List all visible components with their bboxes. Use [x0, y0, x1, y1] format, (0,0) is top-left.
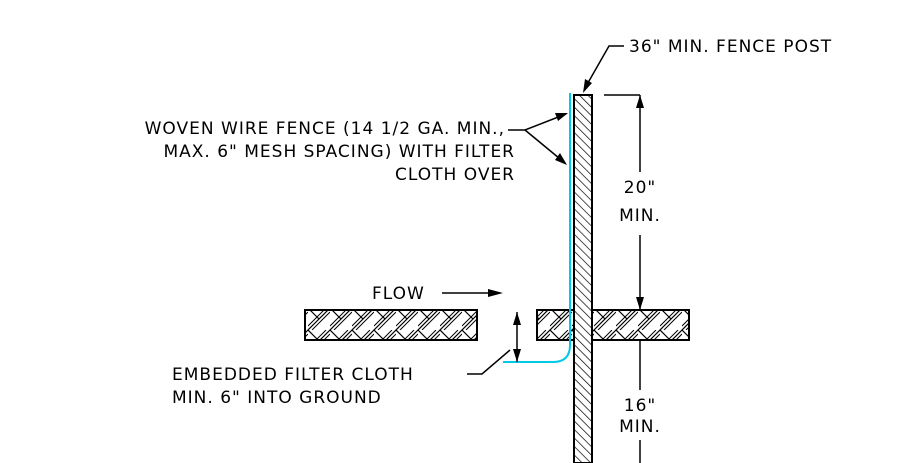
- embedded-leader: [467, 349, 511, 375]
- flow-arrow-head: [488, 289, 503, 297]
- woven-label-line2: MAX. 6" MESH SPACING) WITH FILTER: [163, 142, 515, 162]
- woven-label-line3: CLOTH OVER: [395, 165, 515, 185]
- fence-post-leader: [584, 45, 624, 89]
- dim-top-min: MIN.: [619, 206, 661, 226]
- dim-top-arrow-down: [636, 297, 644, 310]
- embed-arrow-up: [513, 312, 521, 325]
- embedded-label-line1: EMBEDDED FILTER CLOTH: [172, 365, 414, 385]
- woven-leader-2-arrow: [555, 153, 567, 165]
- flow-label: FLOW: [372, 284, 425, 304]
- woven-label-line1: WOVEN WIRE FENCE (14 1/2 GA. MIN.,: [145, 119, 505, 139]
- dim-top-value: 20": [624, 178, 656, 198]
- fence-post-label: 36" MIN. FENCE POST: [629, 37, 832, 57]
- embed-arrow-down: [513, 349, 521, 362]
- ground-right: [536, 309, 690, 341]
- filter-cloth-line: [503, 93, 571, 363]
- ground-left: [304, 309, 478, 341]
- fence-post-leader-arrow: [583, 79, 592, 93]
- embedded-label-line2: MIN. 6" INTO GROUND: [172, 388, 382, 408]
- dim-top-arrow-up: [636, 95, 644, 108]
- fence-post: [573, 94, 593, 463]
- woven-leader-1-arrow: [555, 113, 568, 121]
- dim-bottom-value: 16": [624, 396, 656, 416]
- dim-bottom-min: MIN.: [619, 417, 661, 437]
